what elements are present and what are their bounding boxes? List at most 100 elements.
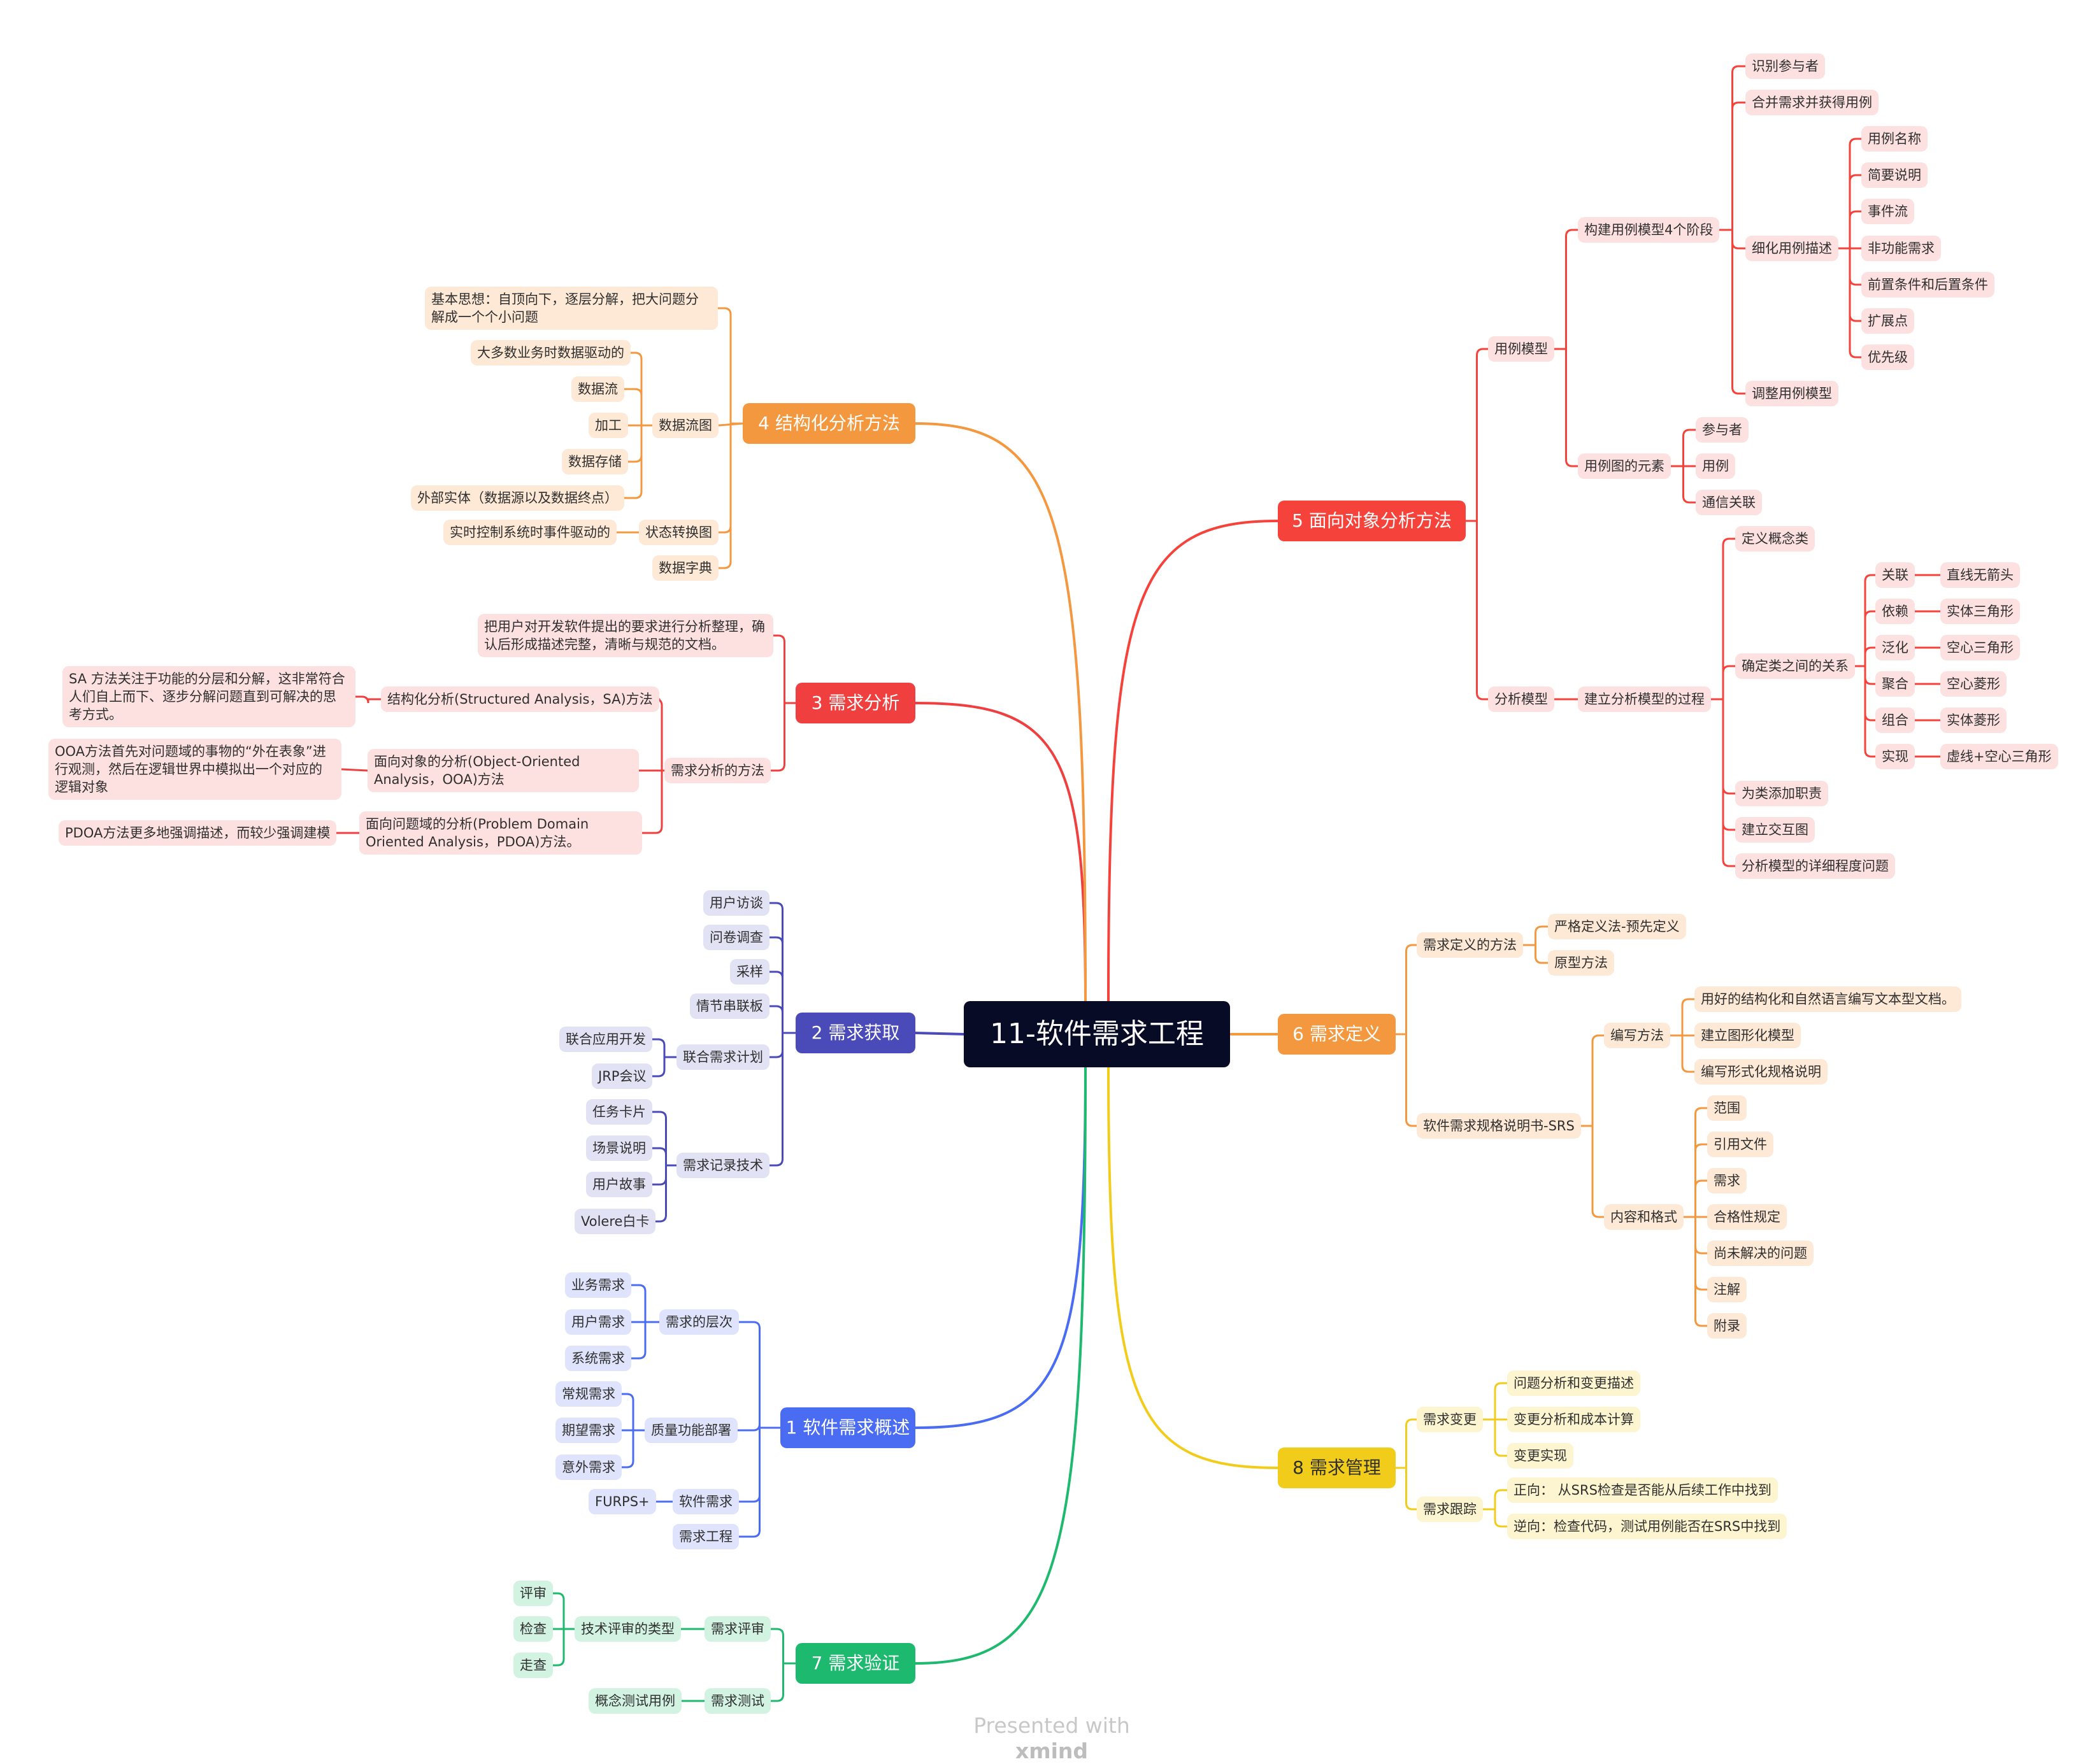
b5-uc-brief[interactable]: 简要说明 bbox=[1861, 162, 1928, 188]
b4-dfd[interactable]: 数据流图 bbox=[652, 413, 719, 438]
b5-define-classes[interactable]: 定义概念类 bbox=[1735, 526, 1815, 551]
b7-tech-review-types[interactable]: 技术评审的类型 bbox=[575, 1616, 681, 1642]
b1-qfd-exciting[interactable]: 意外需求 bbox=[555, 1455, 622, 1480]
b7-testing[interactable]: 需求测试 bbox=[705, 1688, 771, 1714]
b6-structured-natural[interactable]: 用好的结构化和自然语言编写文本型文档。 bbox=[1694, 986, 1961, 1012]
b2-task-card[interactable]: 任务卡片 bbox=[586, 1099, 652, 1125]
b5-rel-dependency-symbol[interactable]: 实体三角形 bbox=[1940, 599, 2020, 624]
b8-change-cost[interactable]: 变更分析和成本计算 bbox=[1507, 1407, 1640, 1432]
b6-def-methods[interactable]: 需求定义的方法 bbox=[1417, 932, 1523, 958]
b4-state-diagram[interactable]: 状态转换图 bbox=[639, 520, 719, 545]
b5-add-responsibilities[interactable]: 为类添加职责 bbox=[1735, 781, 1828, 806]
b6-writing-method[interactable]: 编写方法 bbox=[1604, 1023, 1670, 1048]
b1-levels-business[interactable]: 业务需求 bbox=[565, 1272, 631, 1298]
b5-refine-usecase[interactable]: 细化用例描述 bbox=[1745, 236, 1838, 261]
b4-dfd-data-driven[interactable]: 大多数业务时数据驱动的 bbox=[471, 340, 631, 366]
b4-dfd-flow[interactable]: 数据流 bbox=[571, 376, 624, 402]
b4-basic-idea[interactable]: 基本思想：自顶向下，逐层分解，把大问题分解成一个个小问题 bbox=[425, 287, 718, 330]
b6-prototype[interactable]: 原型方法 bbox=[1548, 950, 1614, 976]
b2-jad[interactable]: 联合应用开发 bbox=[559, 1027, 652, 1052]
b2-questionnaire[interactable]: 问卷调查 bbox=[703, 925, 769, 950]
b2-recording[interactable]: 需求记录技术 bbox=[676, 1153, 769, 1178]
b6-references[interactable]: 引用文件 bbox=[1707, 1132, 1773, 1157]
b5-analysis-model[interactable]: 分析模型 bbox=[1488, 686, 1554, 712]
b5-elem-usecase[interactable]: 用例 bbox=[1696, 453, 1735, 479]
b5-uc-conditions[interactable]: 前置条件和后置条件 bbox=[1861, 272, 1994, 297]
b3-pdoa[interactable]: 面向问题域的分析(Problem Domain Oriented Analysi… bbox=[359, 811, 642, 855]
b5-rel-generalization[interactable]: 泛化 bbox=[1875, 635, 1915, 660]
b7-review-item[interactable]: 评审 bbox=[513, 1581, 553, 1606]
b6-unresolved[interactable]: 尚未解决的问题 bbox=[1707, 1241, 1814, 1266]
b6-srs[interactable]: 软件需求规格说明书-SRS bbox=[1417, 1113, 1581, 1139]
b6-formal-spec[interactable]: 编写形式化规格说明 bbox=[1694, 1059, 1828, 1085]
b3-ooa-desc[interactable]: OOA方法首先对问题域的事物的“外在表象”进行观测，然后在逻辑世界中模拟出一个对… bbox=[48, 739, 341, 800]
b5-usecase-model[interactable]: 用例模型 bbox=[1488, 336, 1554, 362]
b3-methods[interactable]: 需求分析的方法 bbox=[664, 758, 771, 783]
b2-sampling[interactable]: 采样 bbox=[730, 959, 769, 985]
b5-class-relations[interactable]: 确定类之间的关系 bbox=[1735, 653, 1855, 679]
b4-data-dictionary[interactable]: 数据字典 bbox=[652, 555, 719, 581]
b4-dfd-process[interactable]: 加工 bbox=[589, 413, 628, 438]
root-topic[interactable]: 11-软件需求工程 bbox=[964, 1001, 1230, 1067]
b1-qfd-expected[interactable]: 期望需求 bbox=[555, 1418, 622, 1443]
b1-levels-system[interactable]: 系统需求 bbox=[565, 1346, 631, 1371]
b5-build-process[interactable]: 建立分析模型的过程 bbox=[1578, 686, 1711, 712]
b5-rel-realization-symbol[interactable]: 虚线+空心三角形 bbox=[1940, 744, 2058, 769]
branch-1-topic[interactable]: 1 软件需求概述 bbox=[780, 1407, 915, 1448]
b5-uc-nonfunctional[interactable]: 非功能需求 bbox=[1861, 236, 1941, 261]
b3-sa-desc[interactable]: SA 方法关注于功能的分层和分解，这非常符合人们自上而下、逐步分解问题直到可解决… bbox=[62, 666, 355, 727]
b5-uc-priority[interactable]: 优先级 bbox=[1861, 345, 1914, 370]
branch-7-topic[interactable]: 7 需求验证 bbox=[796, 1643, 915, 1684]
b8-change-implement[interactable]: 变更实现 bbox=[1507, 1443, 1573, 1469]
branch-4-topic[interactable]: 4 结构化分析方法 bbox=[743, 403, 915, 444]
b5-elem-actor[interactable]: 参与者 bbox=[1696, 417, 1749, 443]
b1-furps[interactable]: FURPS+ bbox=[589, 1489, 656, 1514]
b2-storyboard[interactable]: 情节串联板 bbox=[690, 993, 769, 1019]
b1-levels-user[interactable]: 用户需求 bbox=[565, 1309, 631, 1335]
b5-rel-composition-symbol[interactable]: 实体菱形 bbox=[1940, 708, 2007, 733]
b6-requirements[interactable]: 需求 bbox=[1707, 1168, 1747, 1193]
b3-sa[interactable]: 结构化分析(Structured Analysis，SA)方法 bbox=[381, 686, 659, 712]
b5-uc-name[interactable]: 用例名称 bbox=[1861, 126, 1928, 152]
b5-rel-dependency[interactable]: 依赖 bbox=[1875, 599, 1915, 624]
b6-graphical-model[interactable]: 建立图形化模型 bbox=[1694, 1023, 1801, 1048]
b6-appendix[interactable]: 附录 bbox=[1707, 1313, 1747, 1339]
b3-ooa[interactable]: 面向对象的分析(Object-Oriented Analysis，OOA)方法 bbox=[368, 749, 639, 792]
b2-jrp[interactable]: 联合需求计划 bbox=[676, 1044, 769, 1070]
branch-3-topic[interactable]: 3 需求分析 bbox=[796, 683, 915, 723]
branch-5-topic[interactable]: 5 面向对象分析方法 bbox=[1278, 501, 1466, 541]
b2-jrp-meeting[interactable]: JRP会议 bbox=[592, 1063, 653, 1089]
branch-6-topic[interactable]: 6 需求定义 bbox=[1278, 1014, 1396, 1055]
b5-rel-composition[interactable]: 组合 bbox=[1875, 708, 1915, 733]
b5-uc-extension[interactable]: 扩展点 bbox=[1861, 308, 1914, 334]
b5-identify-actors[interactable]: 识别参与者 bbox=[1745, 53, 1825, 79]
b5-diagram-elements[interactable]: 用例图的元素 bbox=[1578, 453, 1671, 479]
b7-walkthrough[interactable]: 走查 bbox=[513, 1653, 553, 1678]
b7-inspection[interactable]: 检查 bbox=[513, 1616, 553, 1642]
branch-2-topic[interactable]: 2 需求获取 bbox=[796, 1013, 915, 1053]
b8-forward[interactable]: 正向： 从SRS检查是否能从后续工作中找到 bbox=[1507, 1477, 1778, 1503]
b7-concept-test-cases[interactable]: 概念测试用例 bbox=[589, 1688, 682, 1714]
b6-qualification[interactable]: 合格性规定 bbox=[1707, 1204, 1787, 1230]
b5-rel-association[interactable]: 关联 bbox=[1875, 562, 1915, 588]
b6-content-format[interactable]: 内容和格式 bbox=[1604, 1204, 1684, 1230]
b5-build-4-stages[interactable]: 构建用例模型4个阶段 bbox=[1578, 217, 1720, 243]
branch-8-topic[interactable]: 8 需求管理 bbox=[1278, 1447, 1396, 1488]
b2-scenario[interactable]: 场景说明 bbox=[586, 1135, 652, 1161]
b2-user-story[interactable]: 用户故事 bbox=[586, 1172, 652, 1197]
b5-rel-realization[interactable]: 实现 bbox=[1875, 744, 1915, 769]
b6-notes[interactable]: 注解 bbox=[1707, 1277, 1747, 1302]
b5-adjust-model[interactable]: 调整用例模型 bbox=[1745, 381, 1838, 406]
b2-interview[interactable]: 用户访谈 bbox=[703, 890, 769, 916]
b3-pdoa-desc[interactable]: PDOA方法更多地强调描述，而较少强调建模 bbox=[59, 820, 337, 846]
b5-rel-aggregation-symbol[interactable]: 空心菱形 bbox=[1940, 671, 2007, 697]
b1-req-engineering[interactable]: 需求工程 bbox=[673, 1524, 739, 1549]
b7-review[interactable]: 需求评审 bbox=[705, 1616, 771, 1642]
b8-change[interactable]: 需求变更 bbox=[1417, 1407, 1483, 1432]
b1-software-req[interactable]: 软件需求 bbox=[673, 1489, 739, 1514]
b5-interaction-diagram[interactable]: 建立交互图 bbox=[1735, 817, 1815, 843]
b5-uc-flow[interactable]: 事件流 bbox=[1861, 199, 1914, 224]
b5-elem-association[interactable]: 通信关联 bbox=[1696, 490, 1762, 515]
b4-dfd-external[interactable]: 外部实体（数据源以及数据终点） bbox=[411, 485, 624, 511]
b4-dfd-store[interactable]: 数据存储 bbox=[562, 449, 628, 474]
